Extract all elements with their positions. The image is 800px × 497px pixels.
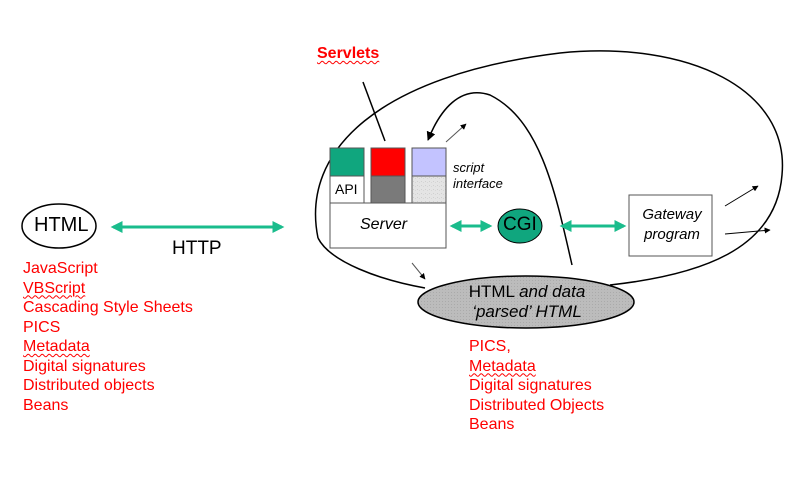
server-boundary-ellipse-left (317, 237, 426, 289)
client-feature-item: Cascading Style Sheets (23, 299, 193, 316)
server-output-arrow (411, 262, 426, 280)
client-feature-item: PICS (23, 318, 61, 336)
output-feature-item: PICS, (469, 338, 511, 355)
server-box (329, 202, 447, 249)
client-feature-item: VBScript (23, 279, 86, 297)
server-boundary-ellipse (314, 50, 784, 286)
output-label: HTML and data ‘parsed’ HTML (468, 282, 586, 321)
output-feature-item: Digital signatures (469, 377, 592, 394)
cgi-ellipse (497, 208, 543, 244)
script-out-arrow (445, 123, 467, 143)
client-feature-list: JavaScript VBScript Cascading Style Shee… (23, 259, 193, 415)
gateway-out-arrow-1 (724, 185, 759, 207)
server-label: Server (360, 216, 408, 233)
output-ellipse (417, 275, 635, 329)
servlets-pointer (362, 81, 386, 142)
script-block-bottom (411, 175, 447, 204)
html-client-label: HTML (34, 214, 89, 236)
html-client-ellipse (21, 203, 97, 249)
script-interface-label: script interface (453, 160, 503, 191)
gateway-program-label: Gateway program (642, 206, 702, 243)
gateway-out-arrow-2 (724, 227, 771, 235)
servlet-block-top (370, 147, 406, 177)
gateway-box (628, 194, 713, 257)
api-block-top (329, 147, 365, 177)
output-feature-item: Distributed Objects (469, 396, 605, 414)
output-feature-item: Beans (469, 416, 515, 433)
client-feature-item: JavaScript (23, 260, 98, 277)
client-feature-item: Digital signatures (23, 357, 146, 375)
output-feature-list: PICS, Metadata Digital signatures Distri… (469, 337, 604, 435)
client-feature-item: Metadata (23, 338, 90, 355)
cgi-label: CGI (503, 214, 537, 235)
servlets-label: Servlets (317, 45, 380, 62)
client-feature-item: Beans (23, 396, 69, 414)
servlet-block-bottom (370, 175, 406, 204)
loop-arrow (426, 92, 573, 266)
client-feature-item: Distributed objects (23, 377, 155, 394)
http-label: HTTP (172, 238, 222, 259)
api-label: API (335, 181, 358, 197)
script-block-top (411, 147, 447, 177)
output-feature-item: Metadata (469, 357, 536, 375)
